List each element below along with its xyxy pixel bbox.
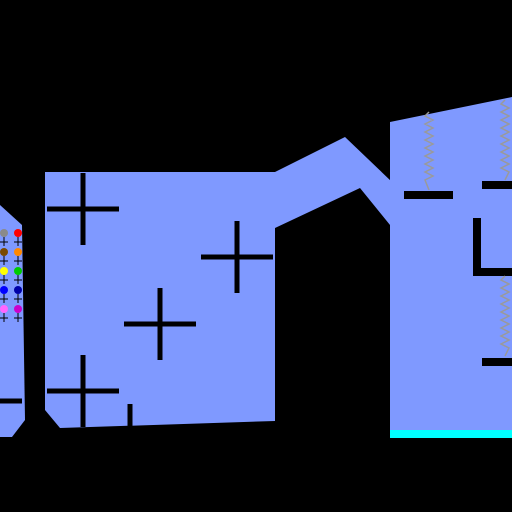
marble (14, 248, 22, 256)
marble (0, 267, 8, 275)
marble (14, 286, 22, 294)
plus-obstacle (201, 221, 273, 293)
marble (0, 229, 8, 237)
left-chamber-floor (0, 205, 25, 437)
marble (0, 286, 8, 294)
goal-strip (390, 430, 512, 438)
right-room-floor (390, 97, 512, 438)
marble (14, 267, 22, 275)
plus-obstacle (124, 288, 196, 360)
plus-obstacle (47, 173, 119, 245)
marble (14, 229, 22, 237)
spring-pad (482, 99, 512, 189)
spring-pad (482, 275, 512, 366)
spring-pad (404, 111, 453, 199)
plus-obstacle (47, 355, 119, 427)
middle-room-floor (45, 137, 392, 428)
marble-rack (0, 229, 22, 322)
marble (0, 248, 8, 256)
l-bracket-wall (473, 218, 512, 276)
marble (14, 305, 22, 313)
marble (0, 305, 8, 313)
